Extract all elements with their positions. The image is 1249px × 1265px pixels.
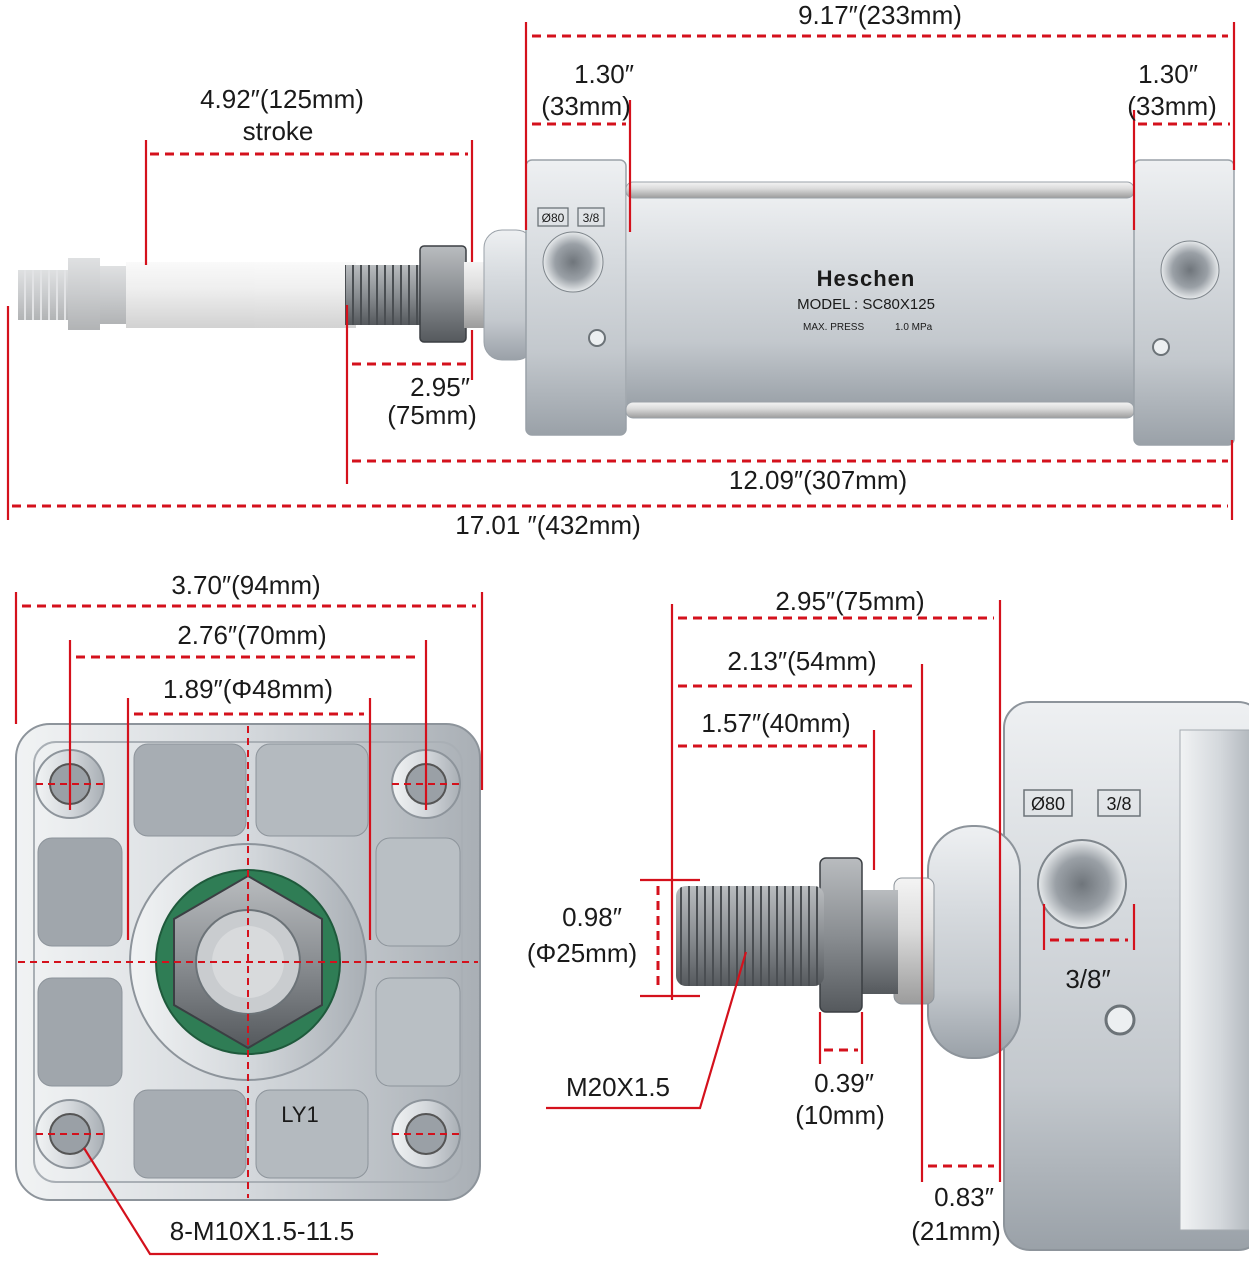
- closeup-bore-mark: Ø80: [1031, 794, 1065, 814]
- rod-thread-length-label: 1.57″(40mm): [701, 708, 850, 738]
- rod-diameter-line1: 0.98″: [562, 902, 622, 932]
- brand-label: Heschen: [817, 266, 916, 291]
- rod-54-label: 2.13″(54mm): [727, 646, 876, 676]
- rear-port-hole: [1160, 240, 1220, 300]
- max-press-label: MAX. PRESS: [803, 322, 864, 333]
- rod-total-label: 2.95″(75mm): [775, 586, 924, 616]
- cushion-screw-icon: [588, 329, 606, 347]
- cover-mark: LY1: [281, 1102, 319, 1127]
- tie-rod-top: [625, 181, 1135, 199]
- hole-spacing-label: 2.76″(70mm): [177, 620, 326, 650]
- boss-length-line2: (21mm): [911, 1216, 1001, 1246]
- rear-cushion-screw-icon: [1152, 338, 1170, 356]
- end-face-view: LY1: [15, 723, 481, 1201]
- nut-width-line1: 0.39″: [814, 1068, 874, 1098]
- stroke-line2: stroke: [243, 116, 314, 146]
- port-mark: 3/8: [583, 211, 600, 225]
- square-width-label: 3.70″(94mm): [171, 570, 320, 600]
- stroke-line1: 4.92″(125mm): [200, 84, 364, 114]
- rod-extension-line2: (75mm): [387, 400, 477, 430]
- end-face-dimensions: 3.70″(94mm) 2.76″(70mm) 1.89″(Φ48mm) 8-M…: [14, 570, 484, 1256]
- ghost-extended-rod: [18, 258, 356, 330]
- closeup-port-hole: [1037, 839, 1127, 929]
- rod-nut: [419, 245, 467, 343]
- total-length-label: 17.01 ″(432mm): [455, 510, 641, 540]
- body-length-label: 9.17″(233mm): [798, 0, 962, 30]
- rod-thread-label: M20X1.5: [566, 1072, 670, 1102]
- boss-length-line1: 0.83″: [934, 1182, 994, 1212]
- side-view-dimensions: 9.17″(233mm) 1.30″ (33mm) 1.30″ (33mm) 4…: [6, 0, 1236, 540]
- boss-diameter-label: 1.89″(Φ48mm): [163, 674, 333, 704]
- nut-width-line2: (10mm): [795, 1100, 885, 1130]
- port-size-label: 3/8″: [1065, 964, 1110, 994]
- rod-diameter-line2: (Φ25mm): [527, 938, 637, 968]
- rod-extension-line1: 2.95″: [410, 372, 470, 402]
- closeup-port-mark: 3/8: [1106, 794, 1131, 814]
- front-port-hole: [542, 231, 604, 293]
- cap-left-line1: 1.30″: [574, 59, 634, 89]
- max-press-value: 1.0 MPa: [895, 322, 933, 333]
- closeup-boss: [927, 825, 1021, 1059]
- closeup-cushion-screw-icon: [1104, 1004, 1136, 1036]
- rod-end-closeup: Ø80 3/8: [676, 701, 1249, 1251]
- model-label: MODEL : SC80X125: [797, 296, 935, 313]
- front-end-cap: [525, 159, 627, 436]
- cap-right-line1: 1.30″: [1138, 59, 1198, 89]
- cap-right-line2: (33mm): [1127, 91, 1217, 121]
- mount-thread-label: 8-M10X1.5-11.5: [170, 1216, 355, 1246]
- body-rod-length-label: 12.09″(307mm): [729, 465, 907, 495]
- rod-end-dimensions: 2.95″(75mm) 2.13″(54mm) 1.57″(40mm) 0.98…: [527, 586, 1136, 1246]
- tie-rod-bottom: [625, 401, 1135, 419]
- cylinder-barrel: [625, 191, 1135, 407]
- bore-mark: Ø80: [542, 211, 565, 225]
- cap-left-line2: (33mm): [541, 91, 631, 121]
- rear-end-cap: [1133, 159, 1235, 446]
- side-view: Ø80 3/8 Heschen MODEL : SC80X125 MAX. PR…: [18, 159, 1235, 446]
- closeup-nut: [819, 857, 863, 1013]
